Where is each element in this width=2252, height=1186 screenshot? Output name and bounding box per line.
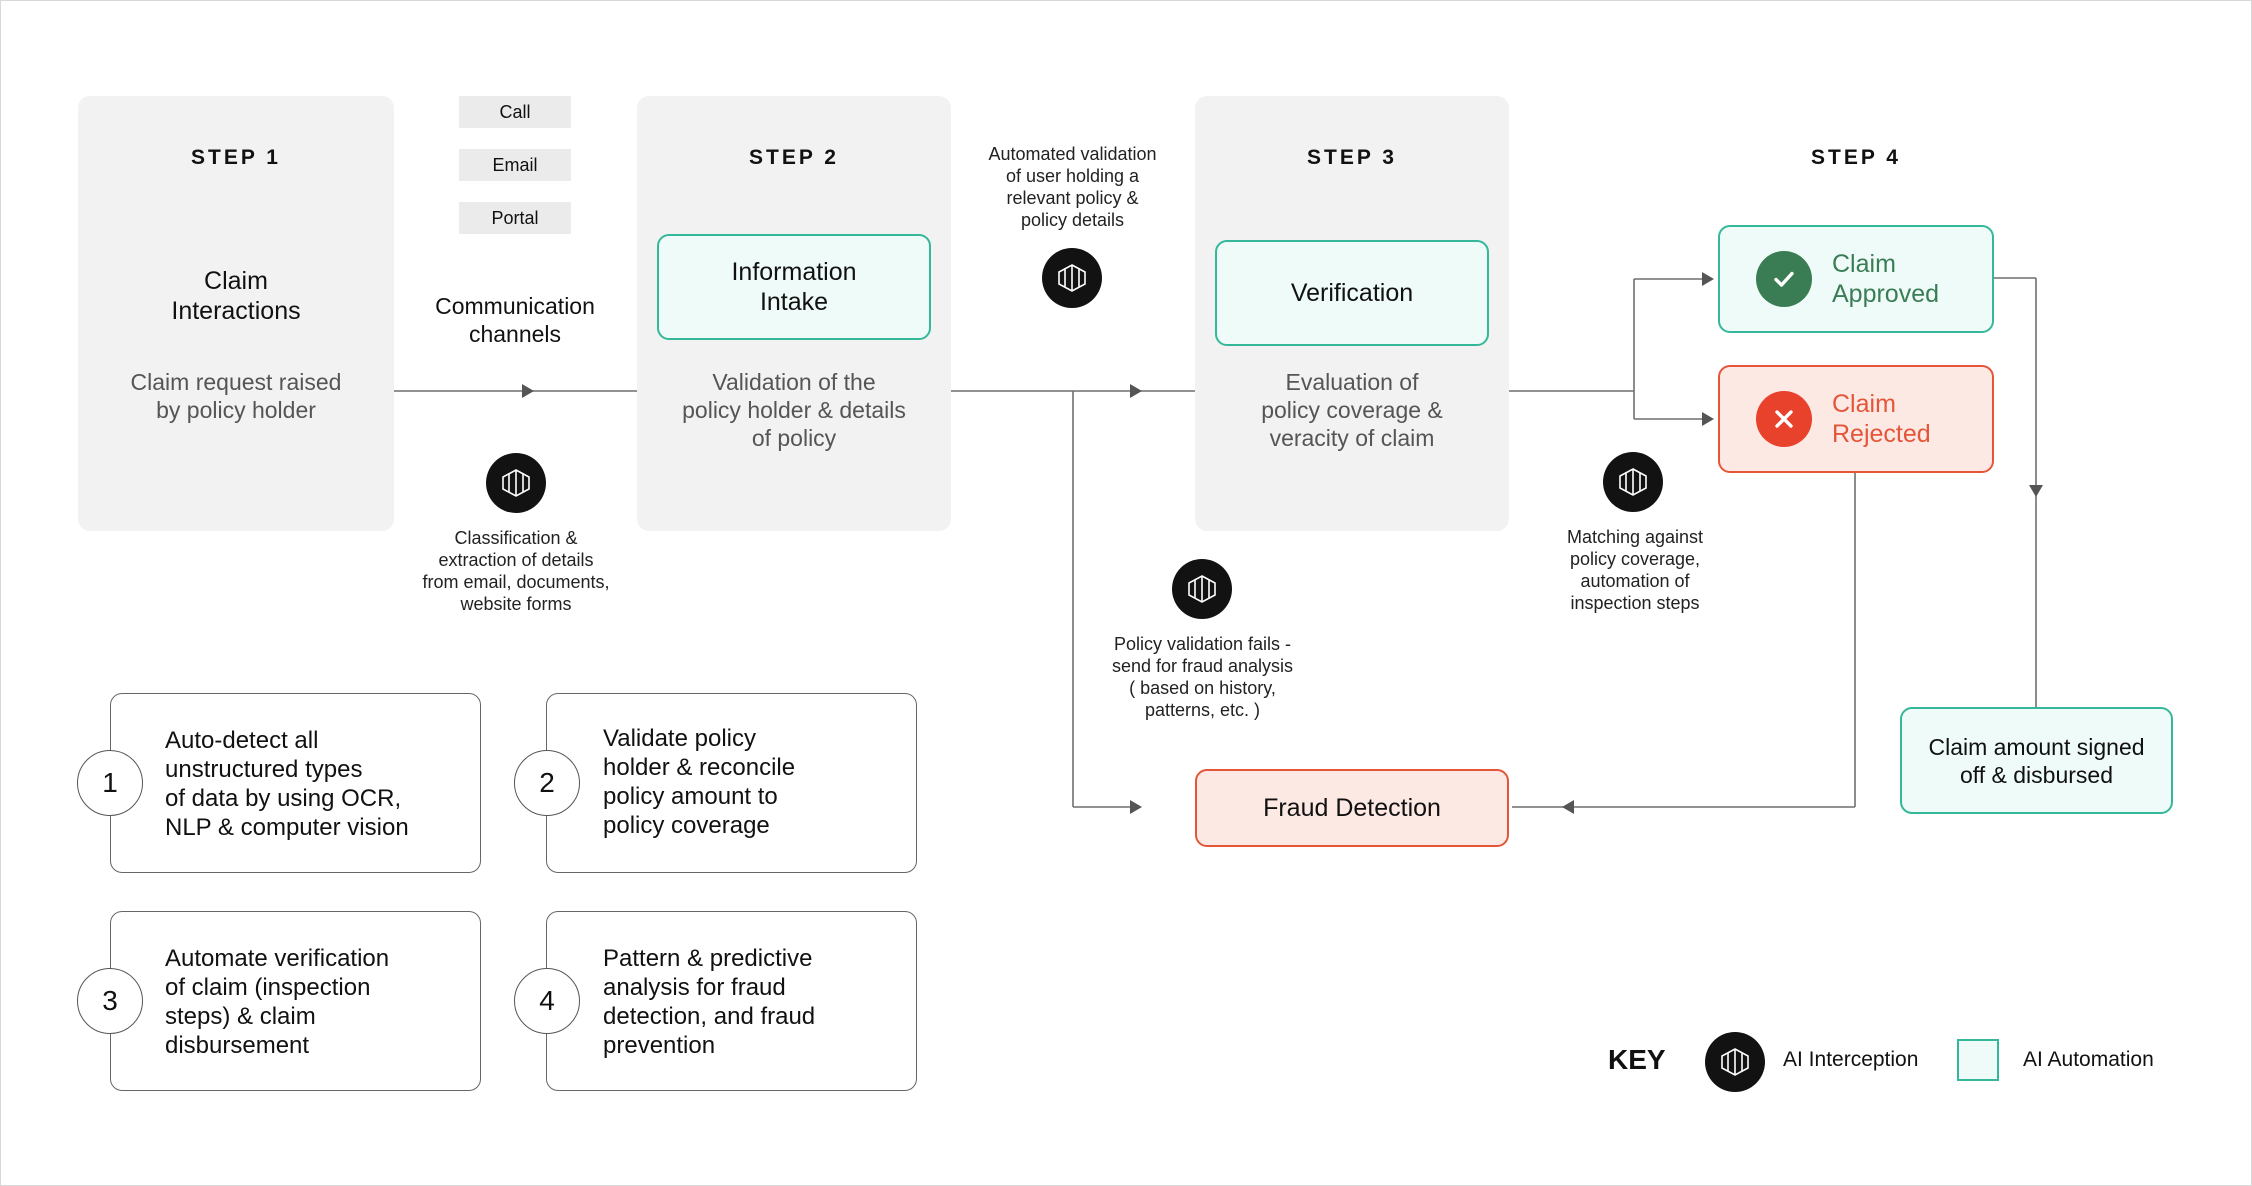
feature-number-badge: 4 bbox=[514, 968, 580, 1034]
step1-panel: STEP 1 Claim Interactions Claim request … bbox=[78, 96, 394, 531]
feature-number-badge: 1 bbox=[77, 750, 143, 816]
cross-icon bbox=[1756, 391, 1812, 447]
fraud-detection-label: Fraud Detection bbox=[1263, 794, 1441, 822]
automated-validation-annotation: Automated validation of user holding a r… bbox=[988, 144, 1157, 230]
claim-rejected-box: Claim Rejected bbox=[1718, 365, 1994, 473]
feature-card-1: Auto-detect all unstructured types of da… bbox=[110, 693, 481, 873]
step1-label: STEP 1 bbox=[191, 146, 281, 169]
feature-card-4: Pattern & predictive analysis for fraud … bbox=[546, 911, 917, 1091]
claim-rejected-label: Claim Rejected bbox=[1832, 390, 1931, 448]
ai-interception-icon bbox=[1172, 559, 1232, 619]
step2-panel: STEP 2 Information Intake Validation of … bbox=[637, 96, 951, 531]
matching-annotation: Matching against policy coverage, automa… bbox=[1566, 527, 1704, 613]
key-ai-automation-swatch bbox=[1957, 1039, 1999, 1081]
ai-interception-icon bbox=[1042, 248, 1102, 308]
check-icon bbox=[1756, 251, 1812, 307]
ai-interception-icon bbox=[1603, 452, 1663, 512]
policy-fails-annotation: Policy validation fails - send for fraud… bbox=[1111, 634, 1294, 720]
step2-description: Validation of the policy holder & detail… bbox=[682, 369, 906, 451]
step1-title: Claim Interactions bbox=[171, 267, 301, 325]
feature-card-3: Automate verification of claim (inspecti… bbox=[110, 911, 481, 1091]
channel-portal-tag: Portal bbox=[459, 202, 571, 234]
step2-label: STEP 2 bbox=[749, 146, 839, 169]
step4-label: STEP 4 bbox=[1811, 146, 1901, 169]
key-title: KEY bbox=[1608, 1044, 1666, 1075]
claim-disbursed-box: Claim amount signed off & disbursed bbox=[1900, 707, 2173, 814]
feature-number-badge: 3 bbox=[77, 968, 143, 1034]
information-intake-box: Information Intake bbox=[657, 234, 931, 340]
communication-channels-title: Communication channels bbox=[435, 293, 595, 347]
step3-label: STEP 3 bbox=[1307, 146, 1397, 169]
key-ai-automation-label: AI Automation bbox=[2023, 1048, 2154, 1071]
step3-panel: STEP 3 Verification Evaluation of policy… bbox=[1195, 96, 1509, 531]
feature-card-text: Validate policy holder & reconcile polic… bbox=[603, 725, 796, 839]
channel-call-tag: Call bbox=[459, 96, 571, 128]
claim-approved-label: Claim Approved bbox=[1832, 250, 1940, 308]
ai-interception-icon bbox=[1705, 1032, 1765, 1092]
verification-box: Verification bbox=[1215, 240, 1489, 346]
step1-description: Claim request raised by policy holder bbox=[130, 369, 342, 423]
feature-card-text: Auto-detect all unstructured types of da… bbox=[165, 727, 409, 841]
feature-card-text: Pattern & predictive analysis for fraud … bbox=[603, 945, 816, 1059]
classification-annotation: Classification & extraction of details f… bbox=[422, 528, 610, 614]
channel-email-tag: Email bbox=[459, 149, 571, 181]
feature-number-badge: 2 bbox=[514, 750, 580, 816]
key-ai-interception-label: AI Interception bbox=[1783, 1048, 1919, 1071]
feature-card-2: Validate policy holder & reconcile polic… bbox=[546, 693, 917, 873]
feature-card-text: Automate verification of claim (inspecti… bbox=[165, 945, 390, 1059]
fraud-detection-box: Fraud Detection bbox=[1195, 769, 1509, 847]
ai-interception-icon bbox=[486, 453, 546, 513]
claim-approved-box: Claim Approved bbox=[1718, 225, 1994, 333]
step3-description: Evaluation of policy coverage & veracity… bbox=[1261, 369, 1443, 451]
